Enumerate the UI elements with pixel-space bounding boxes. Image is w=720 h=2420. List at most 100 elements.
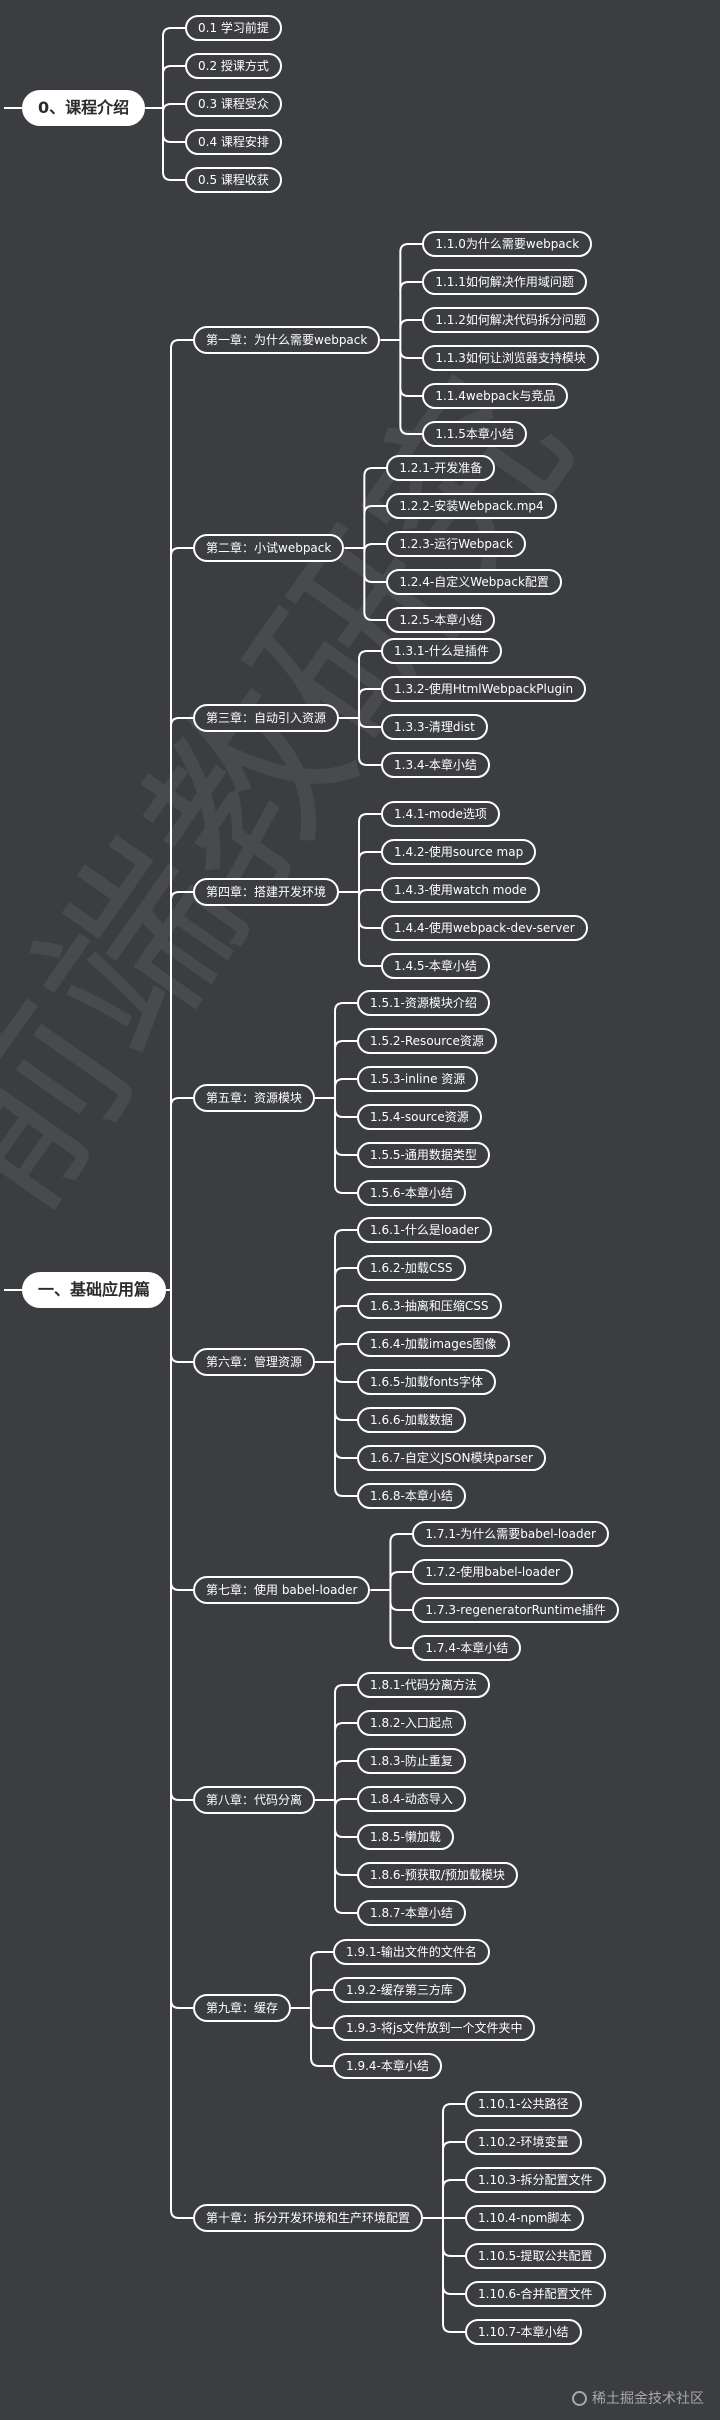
- connector: [334, 1798, 358, 1808]
- connector: [442, 2247, 466, 2257]
- lesson-node[interactable]: 1.1.4webpack与竞品: [422, 383, 569, 409]
- lesson-node[interactable]: 1.10.1-公共路径: [465, 2091, 582, 2117]
- lesson-node[interactable]: 1.7.4-本章小结: [412, 1635, 522, 1661]
- connector: [442, 2179, 466, 2189]
- connector: [162, 103, 185, 113]
- lesson-node[interactable]: 1.5.4-source资源: [357, 1104, 482, 1130]
- lesson-node[interactable]: 1.6.8-本章小结: [357, 1483, 466, 1509]
- lesson-node[interactable]: 1.8.5-懒加载: [357, 1824, 454, 1850]
- lesson-node[interactable]: 1.7.3-regeneratorRuntime插件: [412, 1597, 619, 1623]
- lesson-node[interactable]: 1.10.4-npm脚本: [465, 2205, 585, 2231]
- topic-node[interactable]: 0.4 课程安排: [185, 129, 282, 155]
- lesson-node[interactable]: 1.4.2-使用source map: [381, 839, 537, 865]
- lesson-node[interactable]: 1.4.3-使用watch mode: [381, 877, 540, 903]
- chapter-node[interactable]: 第六章：管理资源: [193, 1348, 316, 1376]
- lesson-node[interactable]: 1.2.4-自定义Webpack配置: [386, 569, 562, 595]
- lesson-node[interactable]: 1.3.4-本章小结: [381, 752, 490, 778]
- connector: [358, 756, 382, 766]
- lesson-node[interactable]: 1.5.6-本章小结: [357, 1180, 466, 1206]
- chapter-node[interactable]: 第八章：代码分离: [193, 1786, 316, 1814]
- lesson-node[interactable]: 1.3.1-什么是插件: [381, 638, 502, 664]
- lesson-node[interactable]: 1.5.2-Resource资源: [357, 1028, 497, 1054]
- chapter-node[interactable]: 第十章：拆分开发环境和生产环境配置: [193, 2204, 424, 2232]
- lesson-node[interactable]: 1.2.2-安装Webpack.mp4: [386, 493, 557, 519]
- lesson-node[interactable]: 1.6.6-加载数据: [357, 1407, 466, 1433]
- juejin-logo-icon: [572, 2391, 587, 2406]
- lesson-node[interactable]: 1.8.3-防止重复: [357, 1748, 466, 1774]
- lesson-node[interactable]: 1.2.1-开发准备: [386, 455, 496, 481]
- connector: [334, 1487, 358, 1497]
- lesson-node[interactable]: 1.1.5本章小结: [422, 421, 527, 447]
- lesson-node[interactable]: 1.9.1-输出文件的文件名: [333, 1939, 490, 1965]
- chapter-node[interactable]: 第二章：小试webpack: [193, 534, 345, 562]
- connector: [358, 688, 382, 698]
- section-node-basics[interactable]: 一、基础应用篇: [22, 1272, 167, 1308]
- connector: [334, 1002, 358, 1012]
- lesson-node[interactable]: 1.3.2-使用HtmlWebpackPlugin: [381, 676, 587, 702]
- lesson-node[interactable]: 1.2.5-本章小结: [386, 607, 496, 633]
- topic-node[interactable]: 0.5 课程收获: [185, 167, 282, 193]
- lesson-node[interactable]: 1.10.3-拆分配置文件: [465, 2167, 606, 2193]
- section-node-intro[interactable]: 0、课程介绍: [22, 90, 146, 126]
- connector: [363, 611, 387, 621]
- lesson-node[interactable]: 1.5.5-通用数据类型: [357, 1142, 490, 1168]
- lesson-node[interactable]: 1.10.7-本章小结: [465, 2319, 582, 2345]
- connector: [310, 1989, 334, 1999]
- chapter-node[interactable]: 第九章：缓存: [193, 1994, 292, 2022]
- lesson-node[interactable]: 1.2.3-运行Webpack: [386, 531, 526, 557]
- lesson-node[interactable]: 1.5.3-inline 资源: [357, 1066, 479, 1092]
- connector: [170, 2209, 193, 2219]
- chapter-node[interactable]: 第七章：使用 babel-loader: [193, 1576, 371, 1604]
- connector: [399, 387, 423, 397]
- connector: [363, 467, 387, 477]
- topic-node[interactable]: 0.2 授课方式: [185, 53, 282, 79]
- connector: [334, 1684, 358, 1694]
- lesson-node[interactable]: 1.8.2-入口起点: [357, 1710, 466, 1736]
- connector: [358, 919, 382, 929]
- lesson-node[interactable]: 1.1.3如何让浏览器支持模块: [422, 345, 599, 371]
- connector: [399, 425, 423, 435]
- lesson-node[interactable]: 1.8.6-预获取/预加载模块: [357, 1862, 518, 1888]
- lesson-node[interactable]: 1.6.4-加载images图像: [357, 1331, 510, 1357]
- connector: [162, 27, 185, 37]
- lesson-node[interactable]: 1.1.0为什么需要webpack: [422, 231, 593, 257]
- lesson-node[interactable]: 1.4.1-mode选项: [381, 801, 500, 827]
- chapter-node[interactable]: 第五章：资源模块: [193, 1084, 316, 1112]
- chapter-node[interactable]: 第一章：为什么需要webpack: [193, 326, 381, 354]
- lesson-node[interactable]: 1.3.3-清理dist: [381, 714, 488, 740]
- connector: [170, 339, 193, 349]
- connector: [399, 243, 423, 253]
- chapter-node[interactable]: 第三章：自动引入资源: [193, 704, 340, 732]
- connector: [170, 717, 193, 727]
- connector: [363, 573, 387, 583]
- connector: [389, 1533, 413, 1543]
- lesson-node[interactable]: 1.8.4-动态导入: [357, 1786, 466, 1812]
- topic-node[interactable]: 0.1 学习前提: [185, 15, 282, 41]
- lesson-node[interactable]: 1.4.4-使用webpack-dev-server: [381, 915, 588, 941]
- lesson-node[interactable]: 1.8.1-代码分离方法: [357, 1672, 490, 1698]
- lesson-node[interactable]: 1.9.2-缓存第三方库: [333, 1977, 466, 2003]
- lesson-node[interactable]: 1.1.1如何解决作用域问题: [422, 269, 587, 295]
- lesson-node[interactable]: 1.1.2如何解决代码拆分问题: [422, 307, 599, 333]
- connector: [334, 1146, 358, 1156]
- chapter-node[interactable]: 第四章：搭建开发环境: [193, 878, 340, 906]
- lesson-node[interactable]: 1.10.5-提取公共配置: [465, 2243, 606, 2269]
- lesson-node[interactable]: 1.5.1-资源模块介绍: [357, 990, 490, 1016]
- lesson-node[interactable]: 1.6.3-抽离和压缩CSS: [357, 1293, 502, 1319]
- lesson-node[interactable]: 1.10.2-环境变量: [465, 2129, 582, 2155]
- lesson-node[interactable]: 1.8.7-本章小结: [357, 1900, 466, 1926]
- connector: [310, 1951, 334, 1961]
- lesson-node[interactable]: 1.6.1-什么是loader: [357, 1217, 492, 1243]
- lesson-node[interactable]: 1.4.5-本章小结: [381, 953, 490, 979]
- topic-node[interactable]: 0.3 课程受众: [185, 91, 282, 117]
- lesson-node[interactable]: 1.6.7-自定义JSON模块parser: [357, 1445, 546, 1471]
- lesson-node[interactable]: 1.9.3-将js文件放到一个文件夹中: [333, 2015, 536, 2041]
- lesson-node[interactable]: 1.7.1-为什么需要babel-loader: [412, 1521, 609, 1547]
- lesson-node[interactable]: 1.6.5-加载fonts字体: [357, 1369, 497, 1395]
- lesson-node[interactable]: 1.7.2-使用babel-loader: [412, 1559, 573, 1585]
- connector: [363, 505, 387, 515]
- lesson-node[interactable]: 1.10.6-合并配置文件: [465, 2281, 606, 2307]
- lesson-node[interactable]: 1.6.2-加载CSS: [357, 1255, 466, 1281]
- lesson-node[interactable]: 1.9.4-本章小结: [333, 2053, 442, 2079]
